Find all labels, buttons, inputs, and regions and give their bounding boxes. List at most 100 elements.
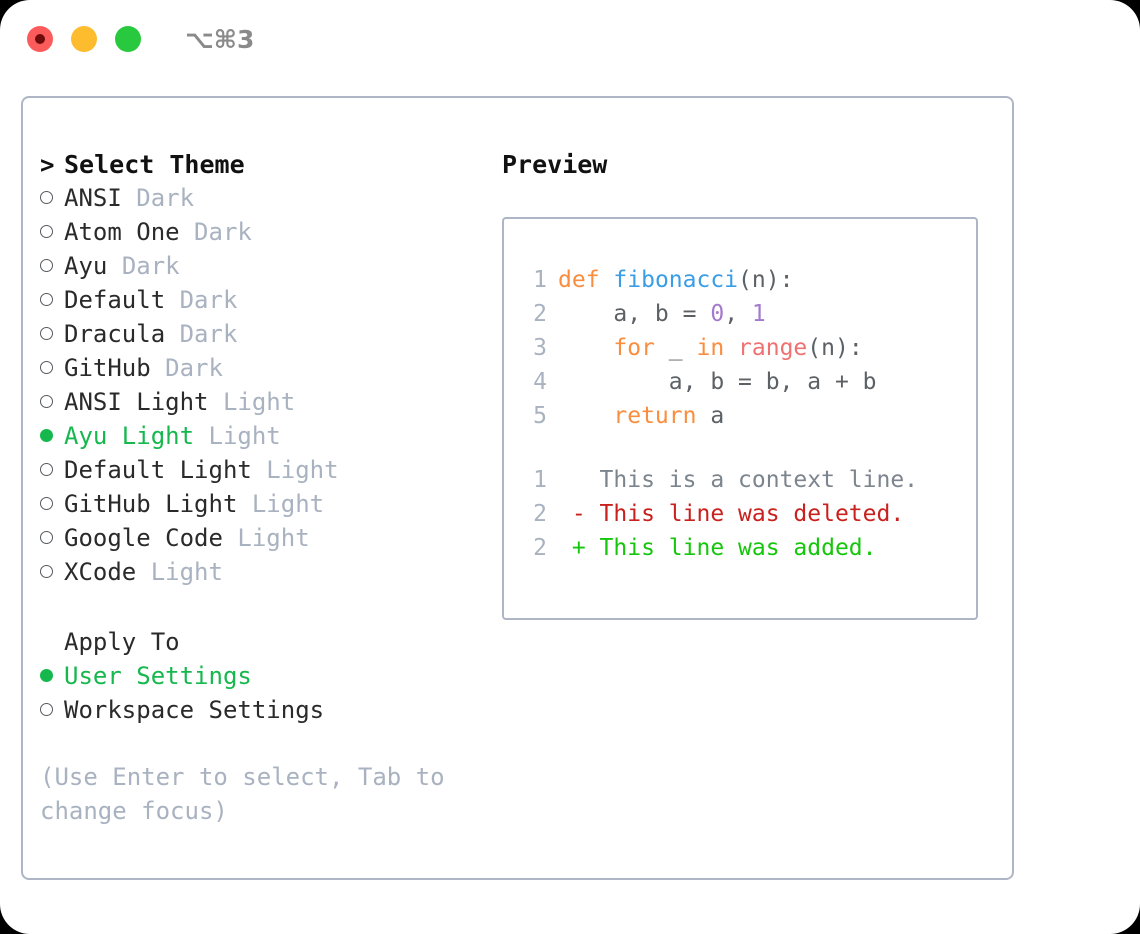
theme-name-label: XCode [64,558,137,586]
theme-list-item[interactable]: ANSI Dark [40,184,510,218]
theme-list-item[interactable]: Dracula Dark [40,320,510,354]
theme-variant-label: Dark [121,252,180,280]
line-number: 4 [533,369,547,395]
diff-text: - This line was deleted. [558,501,905,527]
keyboard-shortcut-label: ⌥⌘3 [185,24,255,54]
window-controls [27,26,141,52]
code-token: in [696,335,725,361]
code-text: a, b = b, a + b [558,365,877,399]
theme-list-item[interactable]: Ayu Light Light [40,422,510,456]
select-theme-label: Select Theme [64,150,245,179]
radio-unselected-icon[interactable] [40,390,64,414]
theme-list-item[interactable]: Default Light Light [40,456,510,490]
theme-name-label: ANSI [64,184,122,212]
maximize-button[interactable] [115,26,141,52]
code-token: for [613,335,655,361]
code-text: return a [558,399,724,433]
radio-dot [40,497,53,510]
code-line: 5 return a [504,399,976,433]
radio-dot [40,429,53,442]
theme-variant-label: Light [237,524,310,552]
theme-list-item[interactable]: Google Code Light [40,524,510,558]
theme-list-item[interactable]: Atom One Dark [40,218,510,252]
radio-unselected-icon[interactable] [40,458,64,482]
theme-list-item[interactable]: Ayu Dark [40,252,510,286]
radio-unselected-icon[interactable] [40,288,64,312]
code-text: def fibonacci(n): [558,263,793,297]
help-hint: (Use Enter to select, Tab to change focu… [40,763,460,825]
radio-unselected-icon[interactable] [40,254,64,278]
radio-unselected-icon[interactable] [40,526,64,550]
theme-name-label: Default [64,286,166,314]
code-token: _ [654,335,697,361]
code-token [558,403,613,429]
apply-to-item[interactable]: User Settings [40,662,510,696]
code-line: 1 def fibonacci(n): [504,263,976,297]
code-line: 4 a, b = b, a + b [504,365,976,399]
code-token: a, b = [558,301,711,327]
theme-variant-label: Dark [179,286,238,314]
theme-list-item[interactable]: XCode Light [40,558,510,592]
apply-to-heading: ○ Apply To [40,628,510,662]
code-diff-separator [504,433,976,463]
radio-dot [40,361,53,374]
radio-unselected-icon[interactable] [40,492,64,516]
radio-selected-icon[interactable] [40,424,64,448]
radio-dot [40,669,53,682]
apply-to-item-label: Workspace Settings [64,696,325,724]
theme-variant-label: Light [208,422,281,450]
code-token: , [724,301,752,327]
code-token: 1 [751,301,766,327]
theme-variant-label: Light [150,558,223,586]
theme-variant-label: Dark [136,184,195,212]
diff-text: This is a context line. [558,467,919,493]
code-token: (n): [738,267,794,293]
radio-selected-icon[interactable] [40,664,64,688]
code-token: return [613,403,697,429]
title-bar: ⌥⌘3 [0,0,1140,78]
code-token: range [738,335,808,361]
radio-dot [40,395,53,408]
theme-variant-label: Light [251,490,325,518]
close-button[interactable] [27,26,53,52]
line-number: 2 [533,301,547,327]
apply-to-marker-spacer: ○ [40,630,64,654]
radio-dot [40,531,53,544]
diff-line: 2 + This line was added. [504,531,976,565]
radio-dot [40,225,53,238]
radio-unselected-icon[interactable] [40,698,64,722]
radio-dot [40,259,53,272]
apply-to-item[interactable]: Workspace Settings [40,696,510,730]
line-number: 1 [533,467,547,493]
code-token [724,335,738,361]
line-number: 1 [533,267,547,293]
radio-unselected-icon[interactable] [40,186,64,210]
diff-text: + This line was added. [558,535,877,561]
theme-variant-label: Dark [194,218,252,246]
theme-name-label: Atom One [64,218,180,246]
theme-list-item[interactable]: GitHub Light Light [40,490,510,524]
line-number: 2 [533,501,547,527]
code-token [600,267,614,293]
code-line: 3 for _ in range(n): [504,331,976,365]
radio-dot [40,293,53,306]
radio-unselected-icon[interactable] [40,322,64,346]
radio-unselected-icon[interactable] [40,220,64,244]
theme-list-item[interactable]: ANSI Light Light [40,388,510,422]
theme-name-label: GitHub Light [64,490,238,518]
theme-name-label: Ayu [64,252,108,280]
diff-line: 2 - This line was deleted. [504,497,976,531]
radio-dot [40,463,53,476]
theme-list-item[interactable]: GitHub Dark [40,354,510,388]
apply-to-label: Apply To [64,628,180,656]
theme-name-label: Default Light [64,456,252,484]
radio-unselected-icon[interactable] [40,356,64,380]
theme-list-item[interactable]: Default Dark [40,286,510,320]
minimize-button[interactable] [71,26,97,52]
radio-unselected-icon[interactable] [40,560,64,584]
